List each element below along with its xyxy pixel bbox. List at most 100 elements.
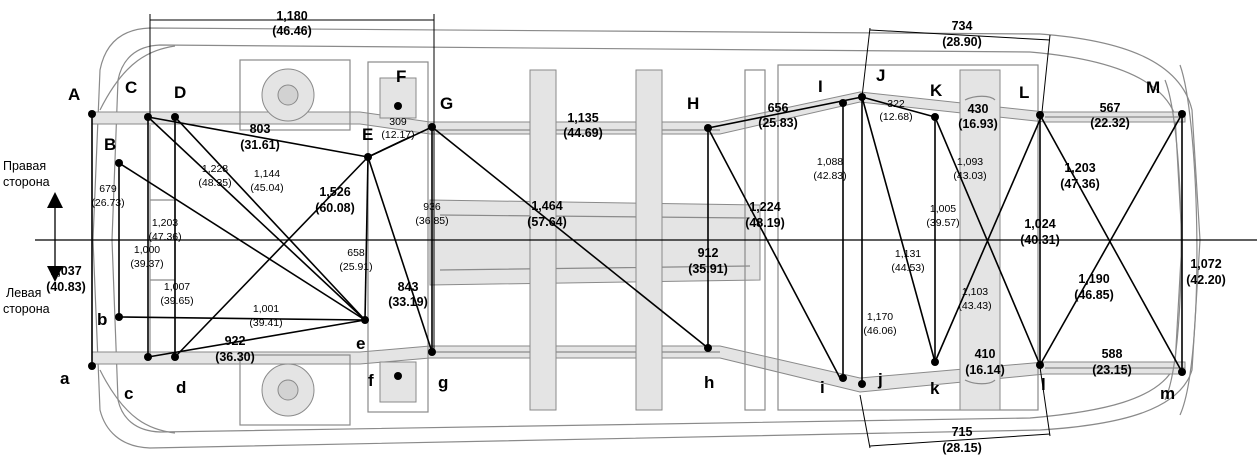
label-G: G	[440, 94, 453, 113]
label-d: d	[176, 378, 186, 397]
point-E-dot	[364, 153, 372, 161]
line-k-L	[934, 114, 1043, 363]
front-left-hub-center	[277, 379, 299, 401]
line-C-e	[147, 116, 366, 321]
dim-912: 912(35.91)	[688, 246, 728, 276]
label-E: E	[362, 125, 373, 144]
dim-1072: 1,072(42.20)	[1186, 257, 1226, 287]
line-E-G	[367, 126, 433, 158]
label-B: B	[104, 135, 116, 154]
dim-1088: 1,088(42.83)	[813, 156, 846, 182]
dim-1024: 1,024(40.31)	[1020, 217, 1060, 247]
point-d-dot	[171, 353, 179, 361]
label-k: k	[930, 379, 940, 398]
dim-1203b: 1,203(47.36)	[1060, 161, 1100, 191]
ext-734-right	[1041, 34, 1051, 113]
label-i: i	[820, 378, 825, 397]
point-a-dot	[88, 362, 96, 370]
front-end-curve	[99, 45, 176, 111]
lower-bracket-f	[379, 361, 417, 403]
line-C-E	[147, 116, 369, 158]
label-l: l	[1041, 375, 1046, 394]
point-K-dot	[931, 113, 939, 121]
line-l-M	[1039, 113, 1183, 366]
label-F: F	[396, 67, 406, 86]
point-H-dot	[704, 124, 712, 132]
front-right-hub-center	[277, 84, 299, 106]
label-a: a	[60, 369, 70, 388]
dim-936: 936(36.85)	[415, 201, 448, 227]
point-J-dot	[858, 93, 866, 101]
label-b: b	[97, 310, 107, 329]
point-G-dot	[428, 123, 436, 131]
ext-715-left	[859, 394, 871, 449]
dim-1001: 1,001(39.41)	[249, 303, 282, 329]
line-B-e	[118, 162, 366, 321]
body-inner-outline	[111, 44, 1183, 433]
label-g: g	[438, 373, 448, 392]
point-M-dot	[1178, 110, 1186, 118]
dim-1203a: 1,203(47.36)	[148, 217, 181, 243]
point-L-dot	[1036, 111, 1044, 119]
dim-1103: 1,103(43.43)	[958, 286, 991, 312]
point-D-dot	[171, 113, 179, 121]
measurement-points	[88, 93, 1186, 388]
line-J-k	[861, 96, 936, 363]
dim-1144: 1,144(45.04)	[250, 168, 283, 194]
line-G-h	[431, 126, 709, 349]
line-H-i	[707, 127, 841, 379]
dim-588: 588(23.15)	[1092, 347, 1132, 377]
point-I-dot	[839, 99, 847, 107]
right-side-label-line1: Правая	[3, 159, 46, 173]
label-m: m	[1160, 384, 1175, 403]
dim-1135: 1,135(44.69)	[563, 111, 603, 140]
dim-410: 410(16.14)	[965, 347, 1005, 377]
body-outer-outline	[92, 27, 1201, 449]
dimension-labels: 1,180(46.46) 734(28.90) 715(28.15) 803(3…	[46, 9, 1226, 455]
left-side-label-line2: сторона	[3, 302, 50, 316]
point-letter-labels: A B C D E F G H I J K L M a b c d e f g …	[60, 66, 1175, 403]
bracket-hole-upper	[394, 102, 402, 110]
line-E-g	[367, 156, 433, 353]
label-A: A	[68, 85, 80, 104]
dim-1228: 1,228(48.35)	[198, 163, 231, 189]
label-M: M	[1146, 78, 1160, 97]
arrow-up-icon	[47, 192, 63, 208]
point-l-dot	[1036, 361, 1044, 369]
upper-side-rail	[91, 91, 1186, 135]
dim-1190: 1,190(46.85)	[1074, 272, 1114, 302]
label-H: H	[687, 94, 699, 113]
label-K: K	[930, 81, 943, 100]
dim-1170: 1,170(46.06)	[863, 311, 896, 337]
line-L-m	[1039, 114, 1183, 373]
dim-309: 309(12.17)	[381, 116, 414, 141]
dim-1180: 1,180(46.46)	[272, 9, 312, 38]
point-i-dot	[839, 374, 847, 382]
label-L: L	[1019, 83, 1029, 102]
dim-1464: 1,464(57.64)	[527, 199, 567, 229]
line-d-E	[174, 156, 369, 358]
dim-1131: 1,131(44.53)	[891, 248, 924, 274]
label-j: j	[877, 370, 883, 389]
point-g-dot	[428, 348, 436, 356]
dim-322: 322(12.68)	[879, 98, 912, 123]
label-f: f	[368, 371, 374, 390]
dim-715-line	[869, 433, 1051, 447]
label-C: C	[125, 78, 137, 97]
extension-lines	[149, 14, 1051, 449]
left-side-label-line1: Левая	[6, 286, 41, 300]
line-E-e	[364, 156, 369, 321]
label-h: h	[704, 373, 714, 392]
point-m-dot	[1178, 368, 1186, 376]
ext-715-right	[1039, 366, 1051, 437]
point-A-dot	[88, 110, 96, 118]
dim-1224: 1,224(48.19)	[745, 200, 785, 230]
dim-1093: 1,093(43.03)	[953, 156, 986, 182]
tunnel-detail	[439, 214, 751, 271]
arrow-down-icon	[47, 266, 63, 282]
point-B-dot	[115, 159, 123, 167]
dim-658: 658(25.91)	[339, 247, 372, 273]
label-J: J	[876, 66, 885, 85]
